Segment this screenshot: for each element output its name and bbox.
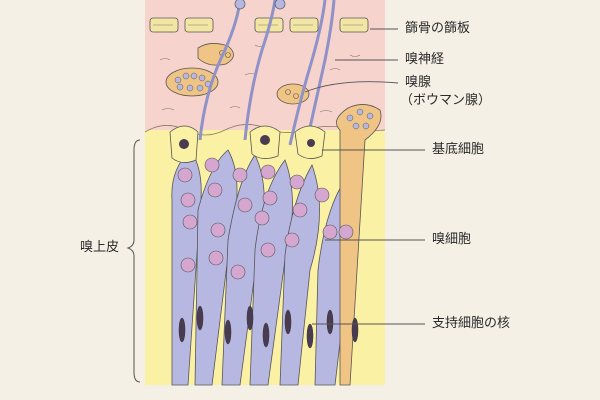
label-cribriform-plate: 篩骨の篩板 xyxy=(405,21,471,36)
label-olfactory-cell: 嗅細胞 xyxy=(432,232,472,247)
leader-lines xyxy=(304,28,425,325)
label-bowman-gland: （ボウマン腺） xyxy=(400,93,492,108)
label-olfactory-gland: 嗅腺 xyxy=(405,75,432,90)
bowman-gland-cells xyxy=(346,108,374,130)
bowman-gland xyxy=(336,104,382,386)
supporting-cell-nuclei xyxy=(178,305,359,349)
connective-fibres xyxy=(159,44,361,113)
label-basal-cell: 基底細胞 xyxy=(432,142,485,157)
nerve-terminal xyxy=(274,0,286,10)
label-olfactory-epithelium: 嗅上皮 xyxy=(80,240,120,255)
label-olfactory-nerve: 嗅神経 xyxy=(405,52,445,67)
basal-cells xyxy=(169,125,326,163)
cribriform-plate xyxy=(149,17,369,33)
label-supporting-cell-nucleus: 支持細胞の核 xyxy=(432,316,511,331)
epithelium-bracket xyxy=(126,139,141,383)
nerve-terminal xyxy=(234,0,246,10)
olfactory-cell-nuclei xyxy=(177,157,354,280)
olfactory-nerve-fibres xyxy=(198,0,336,151)
